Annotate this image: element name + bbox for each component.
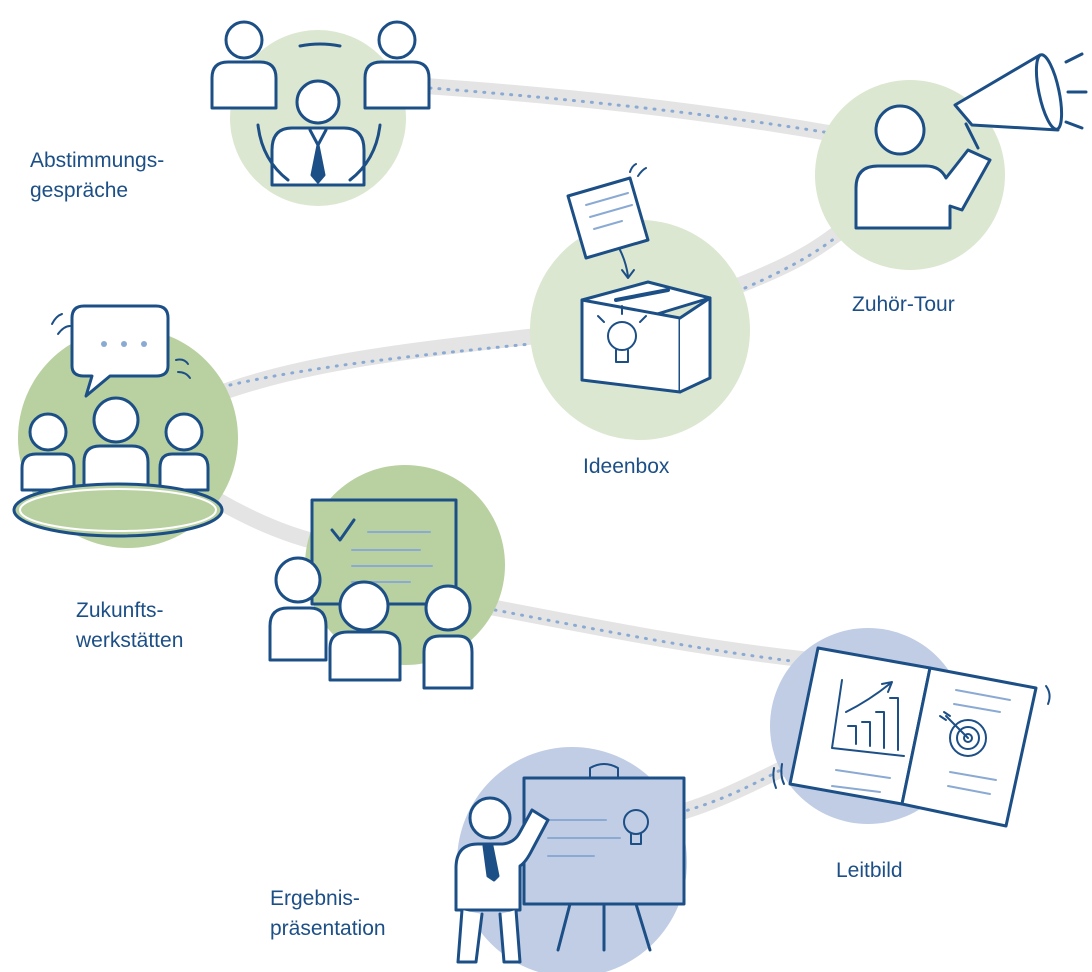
workshop-board-icon (268, 498, 474, 690)
label-zukunftswerkstaetten: Zukunfts- werkstätten (76, 599, 184, 652)
road-dots (493, 608, 802, 664)
road-segment (402, 77, 848, 143)
label-leitbild: Leitbild (836, 859, 903, 882)
meeting-people-icon (210, 20, 431, 187)
presenter-flipchart-icon (454, 763, 686, 964)
label-zuhoer-tour: Zuhör-Tour (852, 293, 955, 316)
idea-box-icon (566, 163, 712, 394)
open-book-chart-target-icon (772, 646, 1051, 828)
label-ergebnispraesentation: Ergebnis- präsentation (270, 887, 386, 940)
road-segment (472, 597, 818, 668)
workshop-group-icon (12, 304, 224, 538)
road-dots (228, 341, 542, 387)
label-abstimmungsgespraeche: Abstimmungs- gespräche (30, 149, 165, 202)
road-dots (428, 86, 832, 135)
label-ideenbox: Ideenbox (583, 455, 670, 478)
road-segment (207, 327, 553, 403)
megaphone-person-icon (854, 52, 1088, 230)
